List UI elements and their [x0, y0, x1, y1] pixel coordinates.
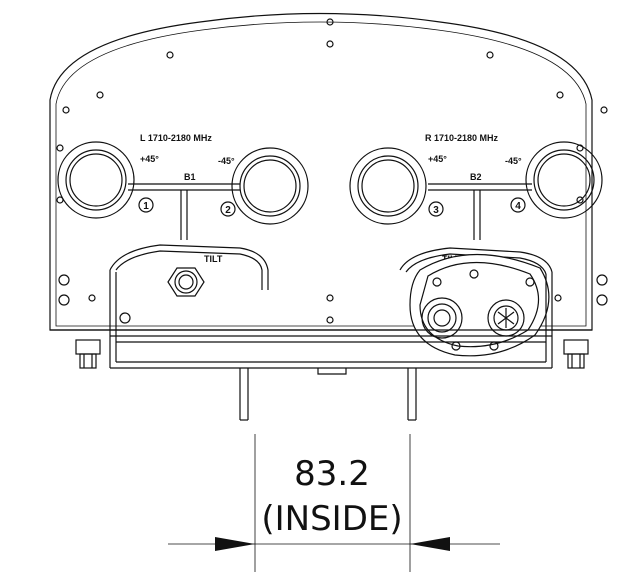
housing-outline — [49, 12, 593, 331]
left-plus45-label: +45° — [140, 154, 159, 164]
rf-connector-1 — [57, 141, 135, 219]
left-tilt-label: TILT — [204, 254, 223, 264]
dimension-annotation: 83.2 (INSIDE) — [168, 434, 500, 572]
left-tilt-cable — [109, 244, 269, 290]
housing-inner-outline — [55, 21, 587, 327]
dimension-note: (INSIDE) — [261, 499, 402, 539]
right-mounting-foot — [563, 339, 589, 369]
left-mounting-foot — [75, 339, 101, 369]
left-minus45-label: -45° — [218, 156, 235, 166]
housing-screws — [56, 18, 608, 324]
left-port-label: B1 — [184, 172, 196, 182]
svg-text:2: 2 — [225, 205, 231, 216]
left-tilt-nut — [167, 267, 205, 297]
right-minus45-label: -45° — [505, 156, 522, 166]
dimension-value: 83.2 — [294, 454, 370, 494]
left-connector-bridge — [128, 183, 240, 240]
connector-number-2: 2 — [220, 201, 236, 217]
connector-number-4: 4 — [510, 197, 526, 213]
right-band-label: R 1710-2180 MHz — [425, 133, 499, 143]
ret-unit — [409, 253, 550, 357]
rf-connector-3 — [349, 147, 427, 225]
connector-number-3: 3 — [428, 201, 444, 217]
right-connector-bridge — [428, 183, 532, 240]
svg-text:4: 4 — [515, 201, 521, 212]
right-port-label: B2 — [470, 172, 482, 182]
right-plus45-label: +45° — [428, 154, 447, 164]
rf-connector-4 — [525, 141, 603, 219]
svg-text:3: 3 — [433, 205, 439, 216]
svg-text:1: 1 — [143, 201, 149, 212]
connector-number-1: 1 — [138, 197, 154, 213]
left-band-label: L 1710-2180 MHz — [140, 133, 212, 143]
rf-connector-2 — [231, 147, 309, 225]
mounting-bracket — [109, 270, 553, 421]
